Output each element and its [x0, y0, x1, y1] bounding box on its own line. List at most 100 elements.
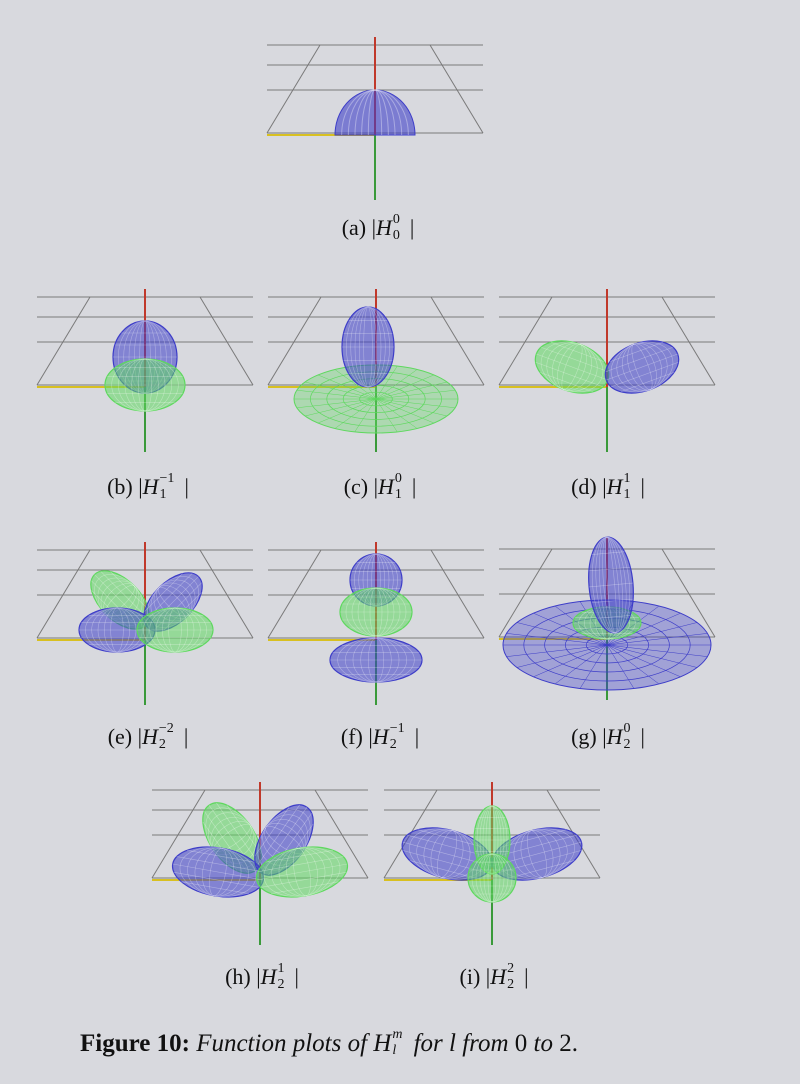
- disk-lower-spoke: [516, 644, 608, 668]
- lobe-right-meridian: [513, 829, 561, 879]
- hemisphere-shell: [334, 89, 416, 136]
- lobe-right-meridian: [627, 343, 657, 391]
- figure-caption-sup: m: [392, 1027, 403, 1043]
- lobe-lower-right: [136, 607, 214, 653]
- lobe-lower-left-meridian: [194, 847, 242, 897]
- plot-e: [35, 540, 260, 710]
- lobe-right-parallel: [507, 860, 575, 879]
- lobe-lower-right-parallel: [257, 856, 344, 872]
- caption-g-sub: 2: [623, 737, 631, 752]
- lobe-torus-shell: [104, 358, 186, 412]
- lobe-torus-meridian: [351, 587, 401, 637]
- lobe-torus-meridian: [111, 358, 179, 412]
- lobe-lower-right-parallel: [256, 863, 348, 881]
- grid-line: [498, 296, 553, 386]
- lobe-torus-meridian: [345, 587, 407, 637]
- plot-h: [150, 780, 375, 950]
- lobe-lower-right-meridian: [271, 847, 333, 897]
- disk-lower-spoke: [506, 644, 608, 657]
- caption-e-sub: 2: [158, 737, 166, 752]
- caption-h-sup: 1: [277, 961, 285, 976]
- lobe-left-meridian: [540, 341, 604, 393]
- lobe-lower-left-meridian: [104, 607, 130, 653]
- caption-i-sub: 2: [507, 977, 515, 992]
- disk-lower-spoke: [516, 622, 608, 646]
- disk-lower-spoke: [375, 381, 448, 400]
- caption-d-label: (d): [571, 474, 597, 500]
- lobe-right-meridian: [631, 344, 653, 390]
- lobe-torus-shell: [339, 587, 413, 637]
- disk-lower-spoke: [506, 633, 608, 646]
- lobe-upper-meridian: [591, 536, 631, 634]
- lobe-upper-meridian: [602, 536, 620, 634]
- lobe-upper-parallel: [589, 582, 633, 588]
- lobe-torus: [104, 358, 186, 412]
- caption-b-sub: 1: [159, 487, 167, 502]
- disk-lower-spoke: [606, 644, 698, 668]
- lobe-lower-right-meridian: [278, 847, 326, 897]
- grid-line: [36, 296, 91, 386]
- lobe-right-meridian: [616, 342, 668, 392]
- caption-c-symbol: H: [378, 474, 394, 500]
- lobe-upper-left-parallel: [216, 802, 260, 865]
- lobe-lower-right: [255, 846, 349, 898]
- lobe-lower: [467, 853, 517, 903]
- lobe-lower-shell: [467, 853, 517, 903]
- grid-line: [151, 789, 206, 879]
- lobe-upper-parallel: [588, 566, 631, 572]
- disk-lower-spoke: [375, 398, 418, 429]
- grid-line: [199, 549, 254, 639]
- lobe-lower-disk-meridian: [337, 637, 415, 683]
- caption-i-sup: 2: [507, 961, 515, 976]
- figure-caption-label: Figure 10:: [80, 1030, 190, 1057]
- grid-line: [661, 296, 716, 386]
- lobe-lower-disk-shell: [329, 637, 423, 683]
- lobe-upper-left-parallel: [226, 804, 262, 855]
- lobe-lower-left-parallel: [186, 849, 255, 863]
- lobe-upper-parallel: [591, 598, 634, 604]
- grid-line: [267, 549, 322, 639]
- caption-c-sup: 0: [394, 471, 402, 486]
- lobe-left-parallel: [540, 346, 609, 373]
- disk-lower-spoke: [606, 644, 681, 678]
- lobe-left-meridian: [437, 830, 457, 878]
- caption-c-label: (c): [343, 474, 369, 500]
- lobe-upper-parallel: [597, 615, 631, 619]
- grid-line: [267, 296, 322, 386]
- lobe-right-meridian: [622, 343, 662, 391]
- caption-b-symbol: H: [142, 474, 159, 500]
- lobe-right-parallel: [609, 341, 664, 362]
- disk-lower-spoke: [296, 389, 377, 400]
- lobe-left-meridian: [423, 829, 471, 879]
- disk-lower-spoke: [533, 612, 608, 646]
- lobe-torus: [339, 587, 413, 637]
- caption-a-sub: 0: [392, 228, 400, 243]
- lobe-lower-meridian: [471, 853, 513, 903]
- caption-f-symbol: H: [372, 724, 389, 750]
- disk-lower-spoke: [375, 374, 435, 400]
- lobe-right-parallel: [610, 361, 679, 388]
- lobe-lower-left-meridian: [209, 848, 227, 896]
- figure-caption-sub: l: [392, 1043, 397, 1059]
- disk-lower-spoke: [606, 644, 660, 685]
- caption-a-sup: 0: [392, 212, 400, 227]
- disk-lower-spoke: [375, 369, 418, 400]
- caption-e-label: (e): [107, 724, 133, 750]
- lobe-torus-meridian: [363, 587, 389, 637]
- lobe-left-meridian: [546, 342, 598, 392]
- caption-g-sup: 0: [623, 721, 631, 736]
- caption-b-sup: −1: [159, 471, 175, 486]
- lobe-lower-right-parallel: [260, 872, 347, 888]
- disk-lower-spoke: [375, 398, 456, 409]
- lobe-lower-meridian: [487, 853, 497, 903]
- figure-caption-to: 2.: [559, 1030, 578, 1057]
- caption-e-symbol: H: [142, 724, 158, 750]
- lobe-torus-meridian: [357, 587, 395, 637]
- lobe-lower-left-meridian: [187, 847, 249, 897]
- lobe-torus-meridian: [131, 358, 159, 412]
- lobe-lower-left-meridian: [110, 607, 124, 653]
- lobe-right-parallel: [606, 353, 678, 381]
